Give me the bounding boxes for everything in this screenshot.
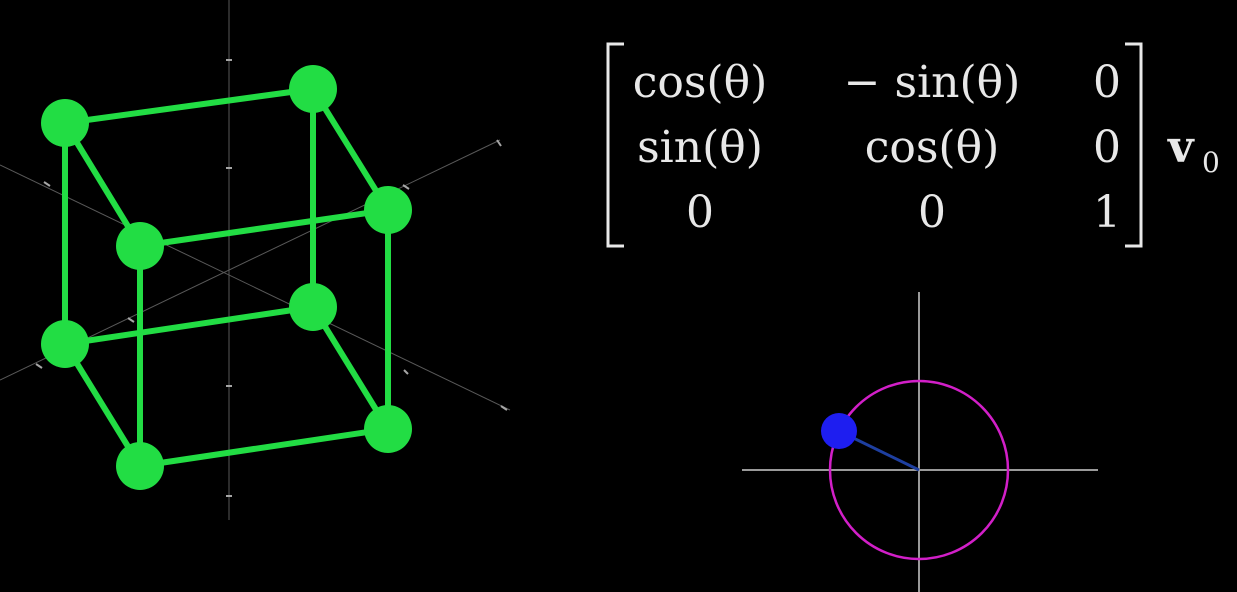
cube-vertices — [41, 65, 412, 490]
cube-vertex — [364, 186, 412, 234]
cube-edge — [62, 86, 316, 126]
axis-tick — [43, 181, 51, 187]
cube-edges — [62, 86, 391, 469]
matrix-cell-r1c3: 0 — [1093, 57, 1121, 108]
axis-tick — [127, 317, 135, 323]
matrix-cell-r1c1: cos(θ) — [633, 57, 768, 108]
matrix-cell-r3c2: 0 — [918, 187, 946, 238]
matrix-left-bracket — [606, 42, 624, 248]
cube-edge — [137, 426, 391, 469]
cube-edge — [62, 304, 316, 347]
rotated-point — [821, 413, 857, 449]
cube-edge — [62, 120, 143, 249]
3d-axes — [0, 0, 511, 520]
cube-vertex — [116, 222, 164, 270]
cube-vertex — [364, 405, 412, 453]
cube-vertex — [289, 283, 337, 331]
matrix-cell-r1c2: − sin(θ) — [844, 57, 1021, 108]
cube-edge — [137, 207, 391, 249]
matrix-cell-r2c1: sin(θ) — [637, 122, 763, 173]
matrix-cell-r3c3: 1 — [1093, 187, 1121, 238]
3d-axis-x — [0, 164, 511, 411]
axis-tick — [500, 405, 508, 411]
axis-tick — [35, 363, 43, 369]
matrix-right-bracket — [1125, 42, 1143, 248]
matrix-cell-r3c1: 0 — [686, 187, 714, 238]
rotation-matrix: cos(θ) − sin(θ) 0 sin(θ) cos(θ) 0 0 0 1 … — [606, 42, 1220, 248]
axis-tick — [402, 184, 410, 190]
unit-circle — [828, 379, 1010, 561]
cube-vertex — [41, 99, 89, 147]
axis-tick — [403, 369, 409, 375]
matrix-cell-r2c2: cos(θ) — [865, 122, 1000, 173]
rotation-diagram — [742, 292, 1098, 592]
cube-vertex — [116, 442, 164, 490]
vector-subscript: 0 — [1202, 146, 1220, 179]
vector-symbol: v — [1167, 122, 1195, 173]
cube-vertex — [289, 65, 337, 113]
matrix-cell-r2c3: 0 — [1093, 122, 1121, 173]
axis-tick — [496, 139, 502, 147]
cube-vertex — [41, 320, 89, 368]
